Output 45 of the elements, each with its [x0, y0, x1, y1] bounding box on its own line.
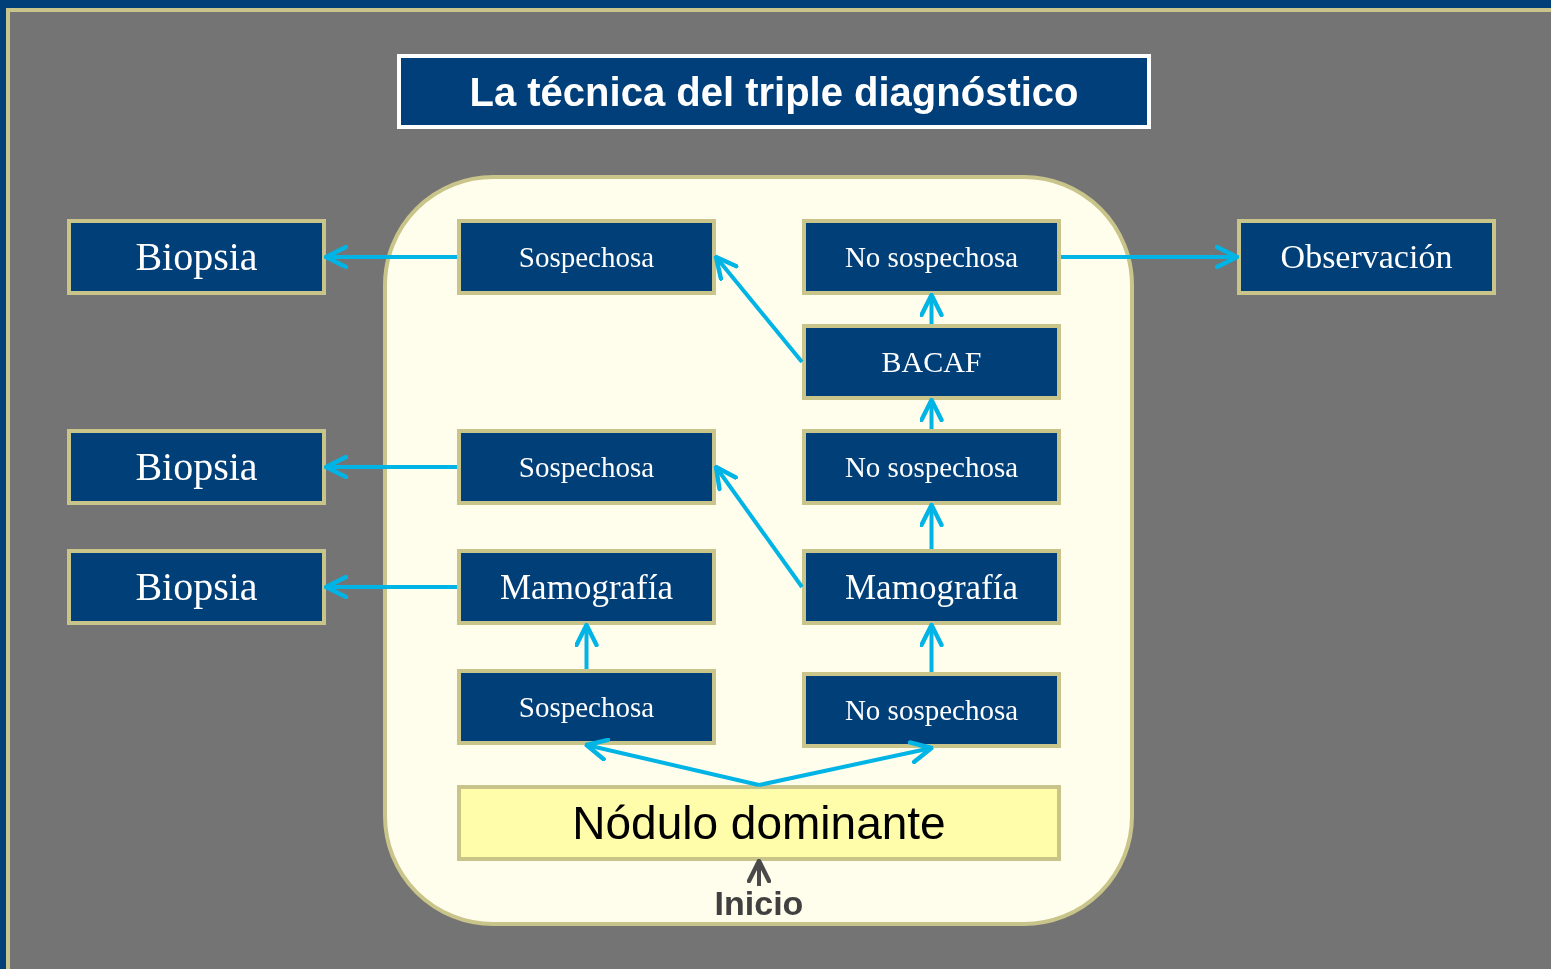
- arrow: [584, 737, 760, 787]
- process-box: [457, 429, 716, 505]
- process-box: [1237, 219, 1496, 295]
- arrow: [919, 397, 944, 429]
- box-label: Biopsia: [135, 567, 258, 607]
- box-label: Biopsia: [135, 447, 258, 487]
- arrow: [713, 254, 804, 364]
- box-label: BACAF: [881, 347, 982, 377]
- process-box: [802, 324, 1061, 400]
- start-box: [457, 785, 1061, 861]
- process-box: [802, 549, 1061, 625]
- start-label: Inicio: [709, 886, 809, 920]
- process-box: [457, 669, 716, 745]
- arrow: [323, 574, 457, 600]
- box-label: Mamografía: [500, 569, 673, 605]
- arrow: [919, 622, 944, 672]
- arrow: [323, 244, 457, 270]
- arrow: [1061, 244, 1240, 270]
- arrow: [713, 464, 804, 589]
- box-label: Biopsia: [135, 237, 258, 277]
- box-label: Nódulo dominante: [572, 800, 946, 846]
- process-box: [67, 549, 326, 625]
- arrow: [323, 454, 457, 480]
- rounded-panel: [383, 175, 1134, 926]
- box-label: No sospechosa: [844, 242, 1019, 272]
- arrow: [758, 740, 934, 787]
- arrow: [574, 622, 599, 669]
- process-box: [802, 672, 1061, 748]
- process-box: [67, 429, 326, 505]
- title-banner: La técnica del triple diagnóstico: [397, 54, 1151, 129]
- process-box: [67, 219, 326, 295]
- process-box: [457, 549, 716, 625]
- box-label: No sospechosa: [844, 695, 1019, 725]
- arrow: [919, 502, 944, 549]
- process-box: [802, 219, 1061, 295]
- process-box: [802, 429, 1061, 505]
- box-label: Sospechosa: [518, 692, 655, 722]
- process-box: [457, 219, 716, 295]
- box-label: No sospechosa: [844, 452, 1019, 482]
- arrow: [919, 292, 944, 324]
- box-label: Sospechosa: [518, 242, 655, 272]
- box-label: Sospechosa: [518, 452, 655, 482]
- box-label: Observación: [1280, 240, 1453, 274]
- arrow: [746, 858, 772, 886]
- box-label: Mamografía: [845, 569, 1018, 605]
